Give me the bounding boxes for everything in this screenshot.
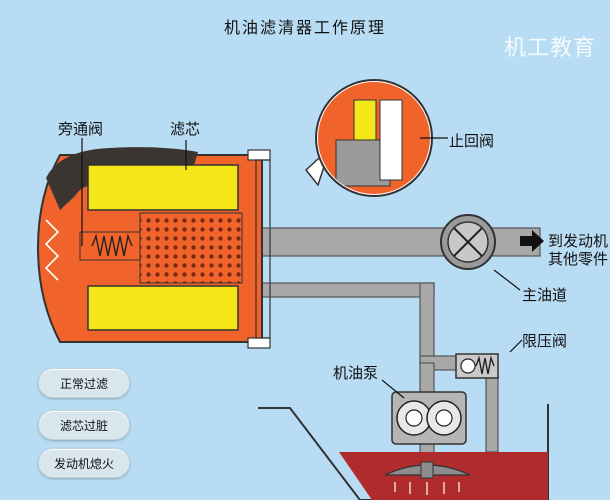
label-filter-element: 滤芯 (170, 120, 201, 138)
pump-outlet-pipe (419, 362, 435, 394)
engine-off-button[interactable]: 发动机熄火 (38, 448, 130, 478)
check-valve-callout (304, 79, 433, 197)
label-oil-pump: 机油泵 (333, 364, 379, 382)
filter-element-top (87, 164, 239, 211)
outlet-pipe (261, 227, 541, 257)
inlet-pipe-horizontal (261, 282, 435, 298)
watermark-logo: 机工教育 (503, 36, 596, 61)
oil-pan (258, 404, 549, 500)
leader-lines (81, 137, 523, 399)
filter-housing (36, 147, 271, 349)
label-check-valve: 止回阀 (449, 132, 495, 150)
relief-return-pipe (485, 369, 499, 453)
page-title: 机油滤清器工作原理 (223, 18, 386, 37)
flow-arrow-icon (520, 230, 544, 252)
filter-element-bottom (87, 285, 239, 331)
label-to-engine-line1: 到发动机 (548, 232, 609, 250)
main-gallery-valve-icon (440, 214, 496, 270)
normal-filter-button[interactable]: 正常过滤 (38, 368, 130, 398)
label-bypass-valve: 旁通阀 (58, 120, 104, 138)
label-main-oil-gallery: 主油道 (522, 286, 568, 304)
label-relief-valve: 限压阀 (522, 332, 568, 350)
inlet-pipe-vertical (419, 282, 435, 364)
label-to-engine-line2: 其他零件 (548, 250, 609, 268)
oil-pump-icon (391, 391, 467, 445)
center-tube (139, 212, 243, 284)
clogged-filter-button[interactable]: 滤芯过脏 (38, 410, 130, 440)
relief-valve-icon (455, 353, 499, 379)
bypass-spring (91, 233, 133, 257)
